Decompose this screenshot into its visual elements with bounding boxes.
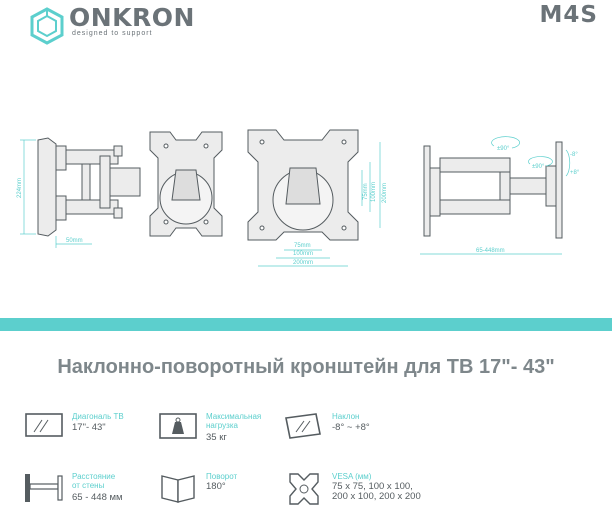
spec-tilt-value: -8° ~ +8° [332,422,370,433]
spec-diagonal: Диагональ ТВ 17"- 43" [24,412,154,452]
spec-diagonal-label: Диагональ ТВ [72,412,124,421]
tv-diagonal-icon [25,413,63,437]
spec-diagonal-value: 17"- 43" [72,422,106,433]
dimension-lines [20,136,571,267]
onkron-logo-icon [30,7,64,45]
brand-name: ONKRON [69,3,195,32]
spec-vesa-value: 75 x 75, 100 x 100, 200 x 100, 200 x 200 [332,481,421,502]
dim-height: 224mm [17,178,23,198]
dim-vesa-100-v: 100mm [371,182,377,202]
dim-tilt-up: -8° [570,152,578,158]
dim-vesa-200-v: 200mm [382,183,388,203]
dim-tilt-down: +8° [570,170,580,176]
swivel-icon [161,475,195,503]
spec-load: Максимальная нагрузка 35 кг [158,412,288,452]
spec-tilt-label: Наклон [332,412,360,421]
dim-vesa-75-v: 75mm [363,183,369,200]
dim-vesa-75: 75mm [294,243,311,249]
front-view-small [149,131,223,237]
spec-vesa: VESA (мм) 75 x 75, 100 x 100, 200 x 100,… [284,472,454,512]
spec-swivel-label: Поворот [206,472,238,481]
side-view-extended [423,141,563,239]
spec-swivel: Поворот 180° [158,472,288,512]
spec-tilt: Наклон -8° ~ +8° [284,412,434,452]
side-view-folded [37,137,141,237]
technical-drawing: 224mm 50mm 75mm 100mm 200mm 75mm 100mm 2… [17,129,580,267]
spec-swivel-value: 180° [206,481,226,492]
spec-distance: Расстояние от стены 65 - 448 мм [24,472,164,512]
spec-distance-value: 65 - 448 мм [72,492,123,503]
weight-icon [159,413,197,439]
spec-distance-label: Расстояние от стены [72,472,116,490]
wall-distance-icon [25,474,63,502]
vesa-pattern-icon [289,473,319,505]
dim-swivel-2: ±90° [532,164,545,170]
dim-distance: 65-448mm [476,248,505,254]
front-view-large [247,129,359,241]
product-title: Наклонно-поворотный кронштейн для ТВ 17"… [57,356,555,378]
spec-load-label: Максимальная нагрузка [206,412,262,430]
header: ONKRON designed to support M4S [0,0,612,48]
dim-vesa-100: 100mm [293,251,313,257]
dim-swivel: ±90° [497,146,510,152]
dim-vesa-200: 200mm [293,260,313,266]
dim-depth-min: 50mm [66,238,83,244]
teal-divider [0,318,612,331]
model-name: M4S [539,2,598,28]
spec-vesa-label: VESA (мм) [332,472,372,481]
brand-tagline: designed to support [72,30,153,37]
spec-load-value: 35 кг [206,432,227,443]
tilt-icon [285,413,321,439]
